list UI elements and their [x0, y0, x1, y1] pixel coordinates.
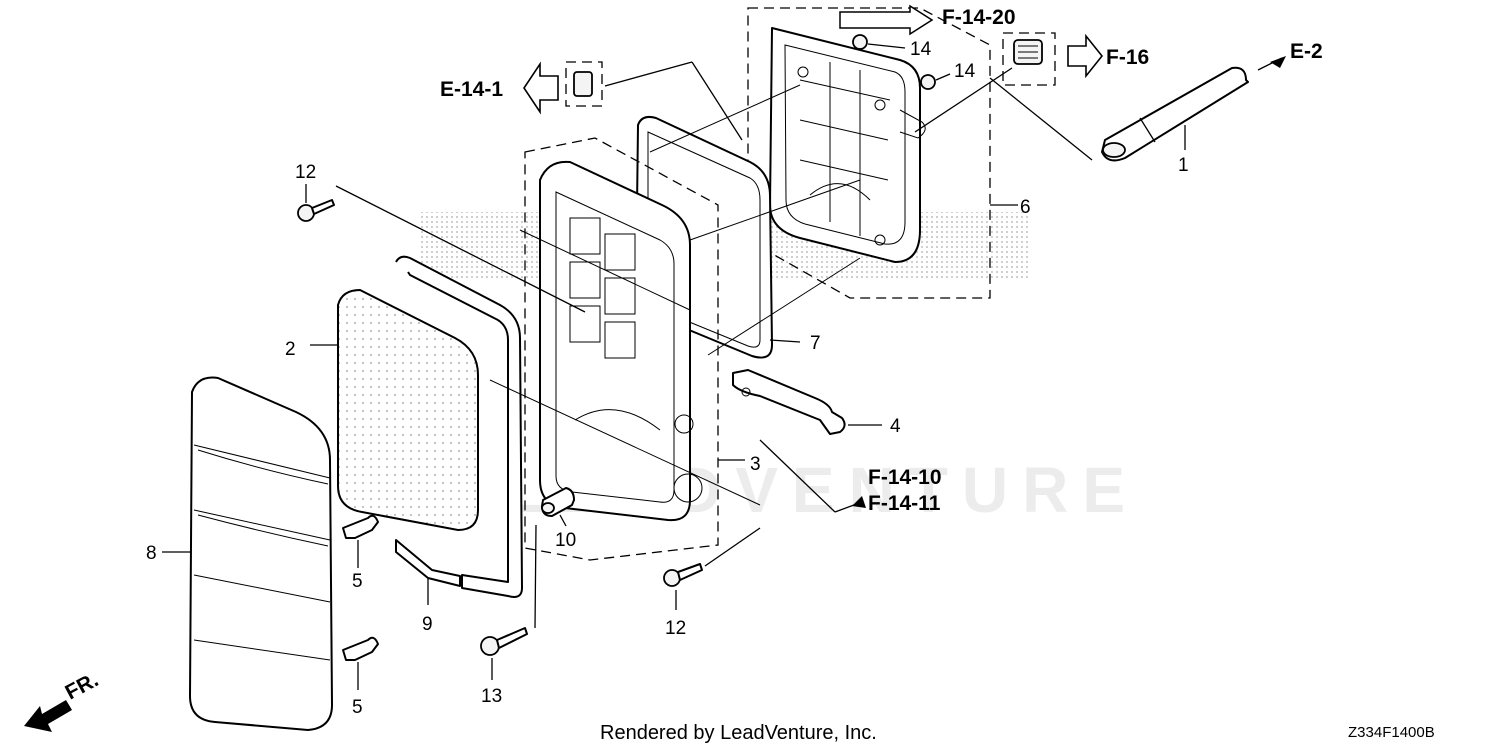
part-1-tube [989, 57, 1283, 162]
ref-arrow-e-14-1 [523, 61, 559, 115]
grommet [565, 61, 743, 141]
ref-f-14-11: F-14-11 [868, 492, 941, 515]
callout-12b: 12 [665, 618, 686, 639]
part-12-bolt-b [663, 527, 761, 610]
part-14-screw-a [852, 34, 906, 50]
callout-13: 13 [481, 686, 502, 707]
ref-arrow-f-16 [1067, 33, 1104, 79]
ref-f-14-20: F-14-20 [942, 6, 1016, 29]
part-2-filter-element [310, 288, 479, 532]
ref-e-2: E-2 [1290, 40, 1323, 63]
ref-f-14-10: F-14-10 [868, 466, 942, 489]
callout-14b: 14 [954, 61, 976, 82]
callout-1: 1 [1178, 155, 1189, 176]
front-direction-arrow-icon [24, 700, 72, 732]
ref-arrow-e-2 [1270, 56, 1286, 68]
callout-9: 9 [422, 614, 433, 635]
callout-8: 8 [146, 543, 157, 564]
ref-arrow-f-14-10 [852, 496, 866, 508]
part-6-cleaner-case [747, 7, 991, 299]
callout-6: 6 [1020, 197, 1031, 218]
callout-5b: 5 [352, 697, 363, 718]
part-5-clip-a [342, 514, 379, 568]
part-5-clip-b [342, 636, 379, 690]
callout-3: 3 [750, 454, 761, 475]
breather-fitting [914, 32, 1056, 133]
ref-f-16: F-16 [1106, 46, 1149, 69]
front-label: FR. [62, 668, 103, 704]
callout-10: 10 [555, 530, 576, 551]
callout-2: 2 [285, 339, 296, 360]
part-12-bolt-a [297, 184, 586, 313]
callout-14a: 14 [910, 39, 932, 60]
callout-12a: 12 [295, 162, 316, 183]
ref-arrow-f-14-20 [839, 4, 934, 36]
part-8-cover [162, 376, 333, 731]
callout-5a: 5 [352, 571, 363, 592]
rendered-by-credit: Rendered by LeadVenture, Inc. [600, 722, 877, 744]
diagram-code: Z334F1400B [1348, 724, 1435, 741]
callout-7: 7 [810, 333, 821, 354]
watermark: LEADVENTURE [420, 212, 1125, 526]
part-14-screw-b [920, 73, 951, 90]
part-3-cleaner-base [524, 137, 745, 561]
part-4-bracket [732, 369, 882, 435]
part-10-collar [541, 487, 575, 527]
ref-e-14-1: E-14-1 [440, 78, 503, 101]
part-13-bolt [480, 524, 537, 680]
part-9-gasket [395, 255, 523, 605]
callout-4: 4 [890, 416, 901, 437]
